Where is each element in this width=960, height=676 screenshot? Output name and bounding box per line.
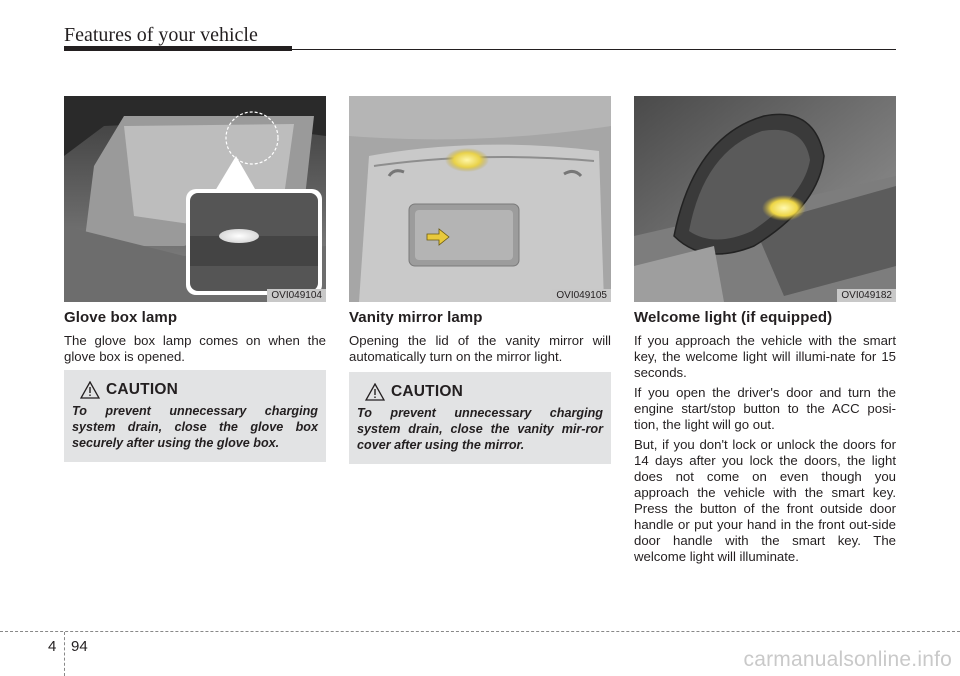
section-paragraph: But, if you don't lock or unlock the doo… xyxy=(634,437,896,564)
footer-rule xyxy=(0,631,960,632)
section-vanity-mirror-lamp: OVI049105 Vanity mirror lamp Opening the… xyxy=(349,96,611,365)
section-heading: Vanity mirror lamp xyxy=(349,309,483,326)
page-number: 94 xyxy=(71,638,88,655)
section-paragraph: If you approach the vehicle with the sma… xyxy=(634,333,896,380)
header-rule xyxy=(64,49,896,50)
caution-text: To prevent unnecessary charging system d… xyxy=(72,404,318,450)
image-code: OVI049104 xyxy=(267,289,326,302)
image-code: OVI049105 xyxy=(552,289,611,302)
vanity-mirror-lamp-photo: OVI049105 xyxy=(349,96,611,302)
welcome-light-photo: OVI049182 xyxy=(634,96,896,302)
warning-triangle-icon xyxy=(365,383,385,401)
section-heading: Glove box lamp xyxy=(64,309,178,326)
section-welcome-light: OVI049182 Welcome light (if equipped) If… xyxy=(634,96,896,565)
warning-triangle-icon xyxy=(80,381,100,399)
section-body: The glove box lamp comes on when the glo… xyxy=(64,333,326,364)
section-glove-box-lamp: OVI049104 Glove box lamp The glove box l… xyxy=(64,96,326,365)
watermark: carmanualsonline.info xyxy=(743,648,952,671)
caution-text: To prevent unnecessary charging system d… xyxy=(357,406,603,452)
caution-box-glove-box: CAUTION To prevent unnecessary charging … xyxy=(64,370,326,462)
caution-box-vanity-mirror: CAUTION To prevent unnecessary charging … xyxy=(349,372,611,464)
footer-divider xyxy=(64,632,65,676)
header-rule-accent xyxy=(64,46,292,51)
caution-title: CAUTION xyxy=(106,381,179,398)
glove-box-lamp-photo: OVI049104 xyxy=(64,96,326,302)
caution-title: CAUTION xyxy=(391,383,464,400)
section-heading: Welcome light (if equipped) xyxy=(634,309,833,326)
section-body: Opening the lid of the vanity mirror wil… xyxy=(349,333,611,364)
section-paragraph: If you open the driver's door and turn t… xyxy=(634,385,896,432)
page-header-title: Features of your vehicle xyxy=(64,24,258,46)
image-code: OVI049182 xyxy=(837,289,896,302)
chapter-number: 4 xyxy=(48,638,57,655)
